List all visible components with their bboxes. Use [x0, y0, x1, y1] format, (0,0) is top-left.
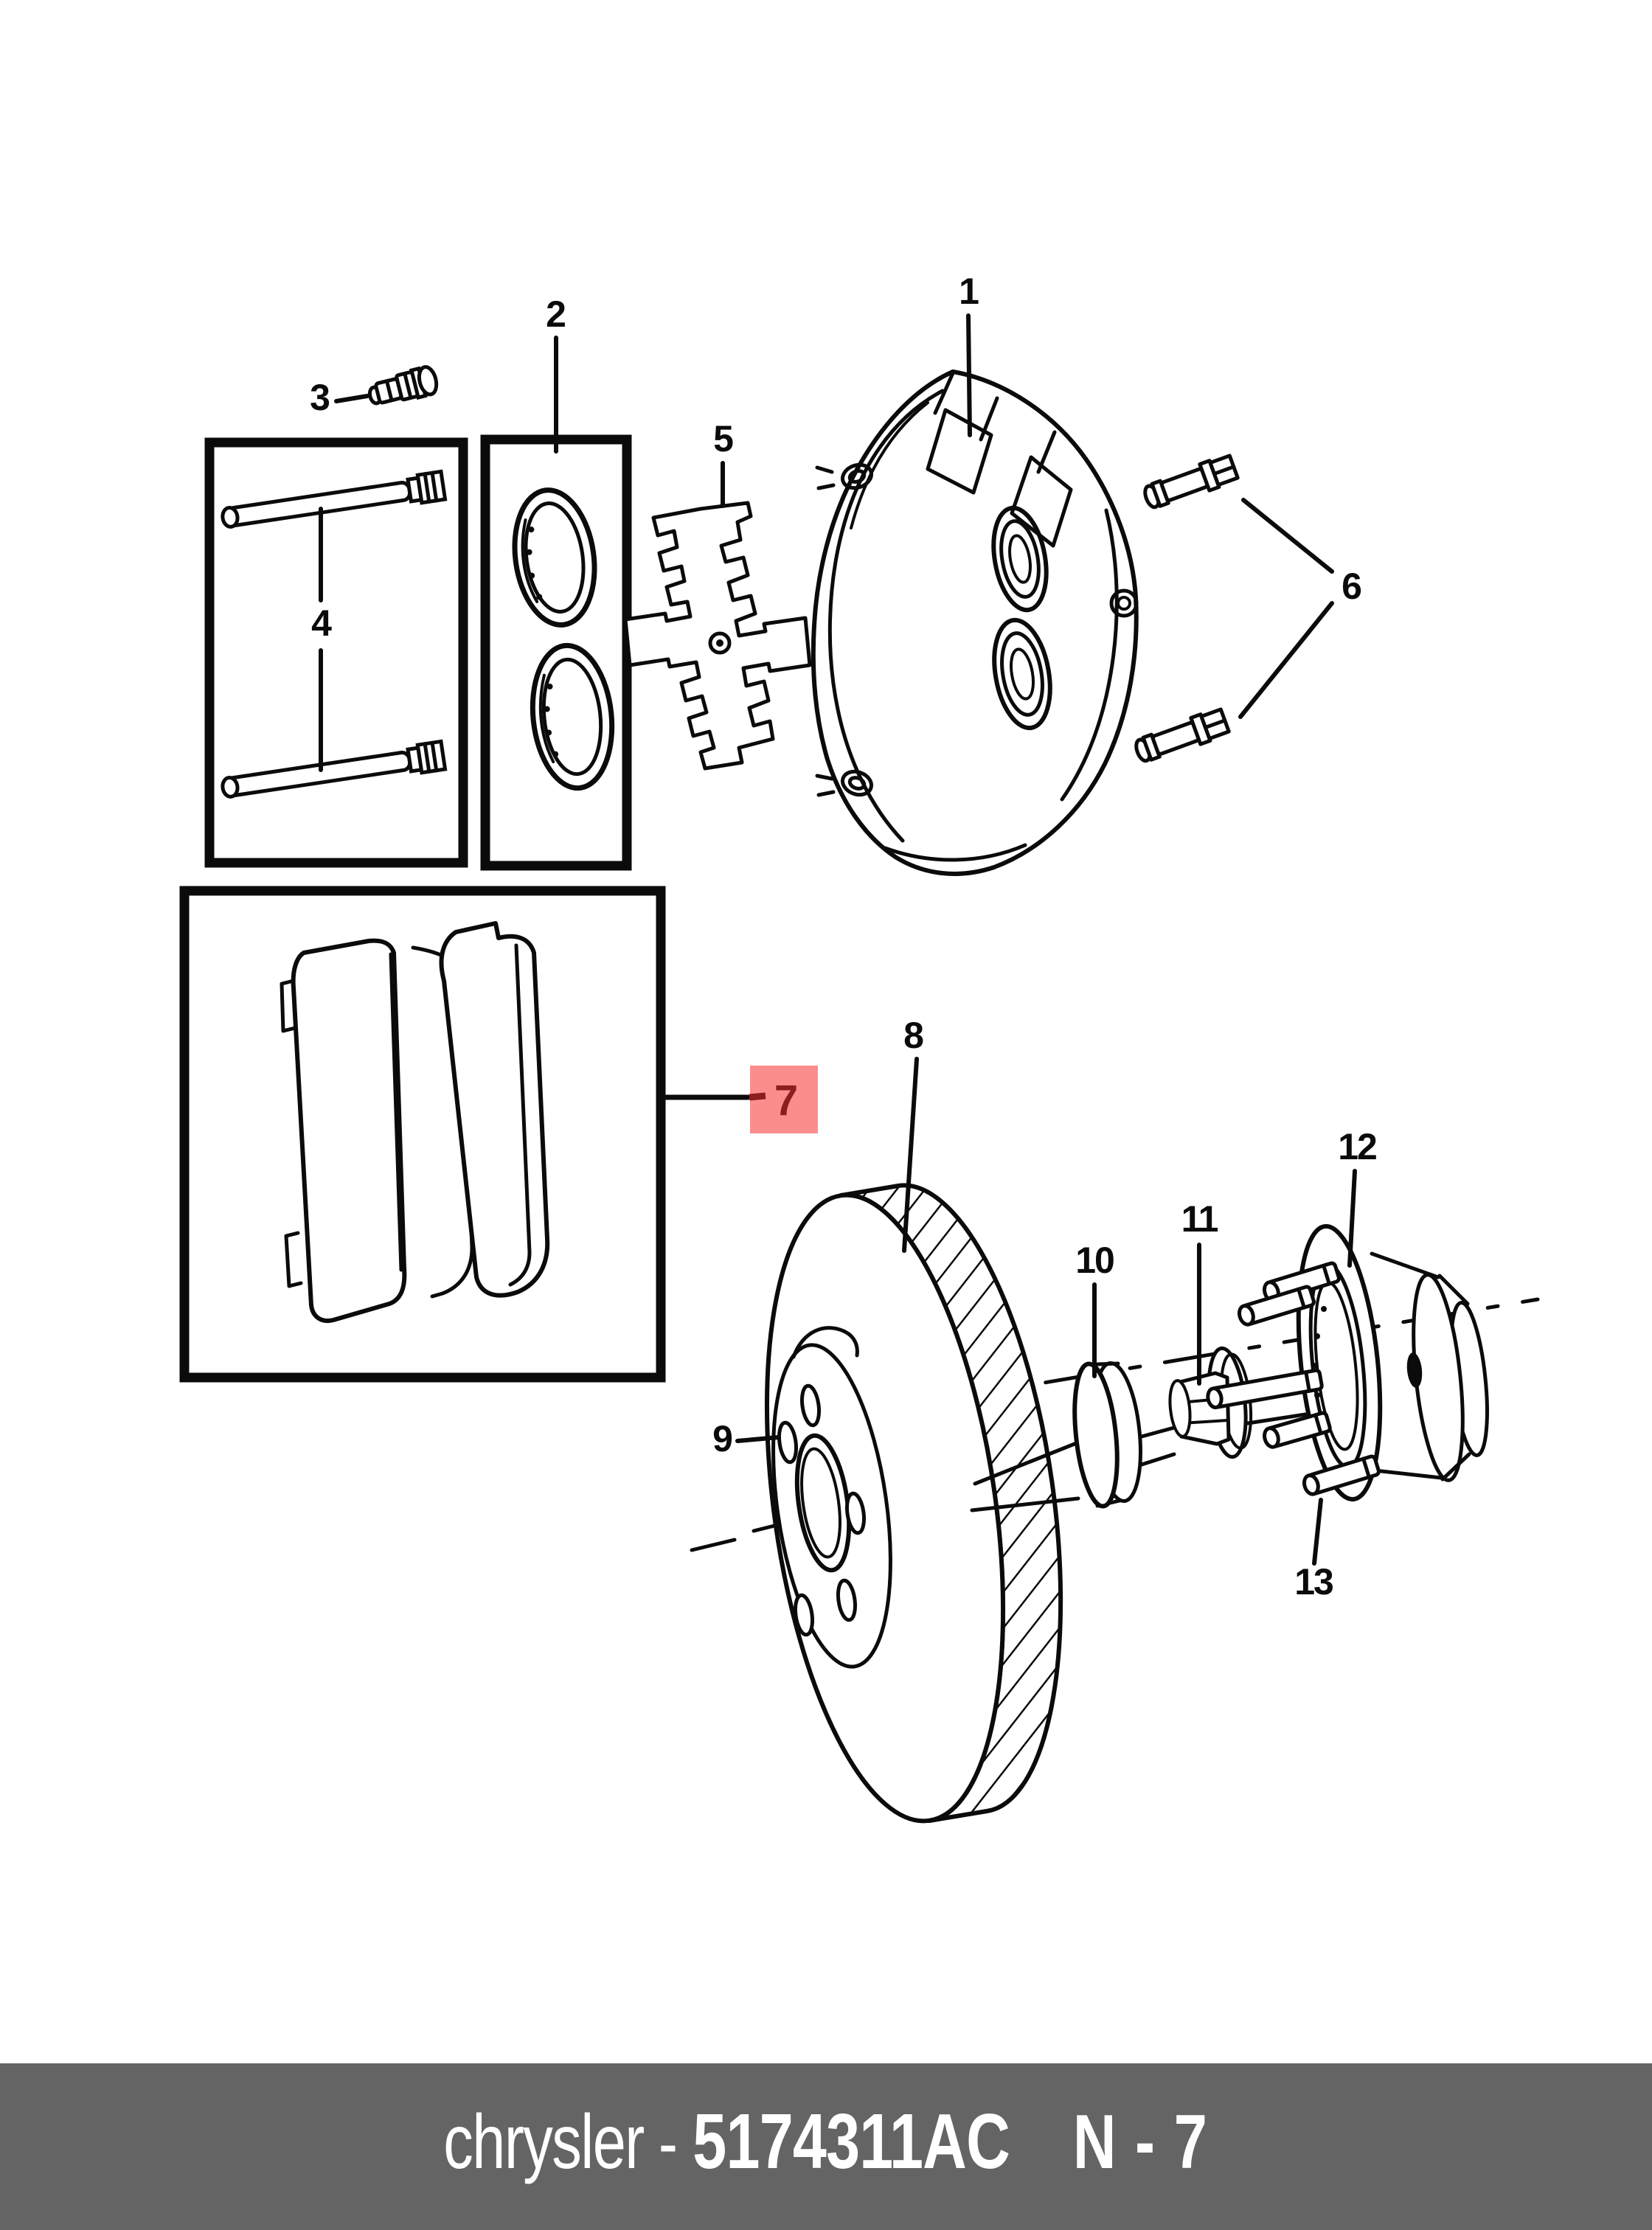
part-number: 5174311AC: [693, 2097, 1010, 2185]
wheel-studs: [1206, 1261, 1381, 1496]
callout-1: 1: [959, 271, 979, 312]
bleeder-screw: [367, 365, 439, 406]
highlight-number[interactable]: 7: [774, 1077, 798, 1125]
caliper-drawing: [811, 369, 1139, 876]
brake-pads: [280, 921, 550, 1323]
callout-leaders: [319, 313, 1357, 1566]
piston-seals: [512, 487, 615, 791]
brand-name: chrysler: [443, 2099, 645, 2185]
callout-3: 3: [310, 377, 329, 418]
guide-pin-box: [204, 437, 468, 868]
pad-retainer-clip: [623, 501, 812, 771]
brake-pad-box: [179, 886, 666, 1383]
callout-12: 12: [1338, 1126, 1376, 1167]
callout-4: 4: [311, 602, 332, 644]
callout-2: 2: [546, 293, 565, 335]
guide-pins: [221, 469, 448, 799]
diagram-canvas: 1 2 3 4 5 6 8 9 10 11 12 13 7: [179, 271, 1540, 1824]
callout-8: 8: [903, 1015, 923, 1056]
footer-bar: chrysler - 5174311AC N - 7: [0, 2063, 1652, 2230]
callout-6: 6: [1342, 566, 1361, 607]
callout-5: 5: [713, 418, 733, 459]
hub-bearing-assembly: [1206, 1223, 1489, 1502]
highlight-leader-tip: [749, 1092, 766, 1101]
footer-dash: -: [659, 2101, 678, 2184]
callout-9: 9: [712, 1418, 732, 1459]
callout-13: 13: [1294, 1561, 1333, 1602]
caliper-bolts: [1134, 454, 1240, 763]
footer-text: chrysler - 5174311AC N - 7: [443, 2097, 1208, 2186]
kit-boxes: [179, 434, 666, 1383]
callout-10: 10: [1075, 1240, 1114, 1281]
brake-parts-diagram: 1 2 3 4 5 6 8 9 10 11 12 13 7: [179, 271, 1540, 1824]
highlighted-callout-7[interactable]: 7: [658, 1066, 818, 1133]
callout-11: 11: [1181, 1198, 1218, 1240]
page-reference: N - 7: [1072, 2099, 1209, 2185]
rotor-drawing: [764, 1183, 1063, 1824]
hub-dust-cap: [1072, 1361, 1142, 1509]
callout-numbers: 1 2 3 4 5 6 8 9 10 11 12 13: [310, 271, 1378, 1602]
